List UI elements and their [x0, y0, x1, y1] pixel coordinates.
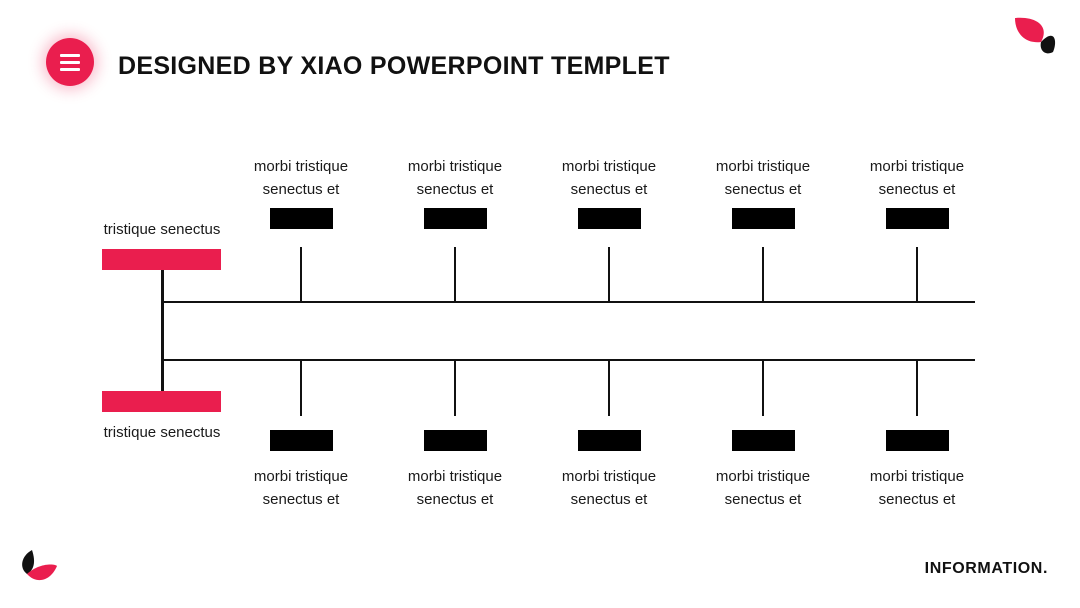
timeline-tick-top-3	[608, 247, 610, 303]
timeline-tick-top-4	[762, 247, 764, 303]
timeline-node-label-bottom-2: morbi tristique senectus et	[380, 465, 530, 511]
timeline-node-label-bottom-5: morbi tristique senectus et	[842, 465, 992, 511]
timeline-node-bar-top-5[interactable]	[885, 208, 949, 229]
timeline-node-label-top-5: morbi tristique senectus et	[842, 155, 992, 201]
timeline-node-label-bottom-3: morbi tristique senectus et	[534, 465, 684, 511]
timeline-node-bar-bottom-5[interactable]	[885, 430, 949, 451]
timeline-node-label-bottom-1: morbi tristique senectus et	[226, 465, 376, 511]
node-label-line-2: senectus et	[416, 491, 494, 508]
node-label-line-1: morbi tristique	[561, 468, 657, 485]
node-label-line-1: morbi tristique	[869, 468, 965, 485]
node-label-line-2: senectus et	[878, 181, 956, 198]
timeline-node-label-top-1: morbi tristique senectus et	[226, 155, 376, 201]
timeline-axis-bottom	[161, 359, 975, 361]
node-label-line-1: morbi tristique	[715, 468, 811, 485]
timeline-node-bar-bottom-1[interactable]	[269, 430, 333, 451]
node-label-line-2: senectus et	[878, 491, 956, 508]
node-label-line-2: senectus et	[262, 181, 340, 198]
timeline-tick-bottom-5	[916, 360, 918, 416]
hamburger-bar-3	[60, 67, 80, 71]
hamburger-menu-icon[interactable]	[46, 38, 94, 86]
node-label-line-2: senectus et	[570, 491, 648, 508]
node-label-line-1: morbi tristique	[869, 158, 965, 175]
hamburger-bar-1	[60, 53, 80, 57]
timeline-tick-bottom-4	[762, 360, 764, 416]
timeline-node-bar-top-3[interactable]	[577, 208, 641, 229]
timeline-axis-top	[161, 301, 975, 303]
timeline-node-bar-bottom-4[interactable]	[731, 430, 795, 451]
timeline-node-bar-top-2[interactable]	[423, 208, 487, 229]
node-label-line-1: morbi tristique	[253, 468, 349, 485]
node-label-line-2: senectus et	[262, 491, 340, 508]
hamburger-bar-2	[60, 60, 80, 64]
side-marker-label-lower: tristique senectus	[103, 424, 221, 441]
timeline-tick-top-5	[916, 247, 918, 303]
page-title: DESIGNED BY XIAO POWERPOINT TEMPLET	[118, 52, 670, 80]
timeline-tick-top-2	[454, 247, 456, 303]
node-label-line-1: morbi tristique	[407, 468, 503, 485]
node-label-line-1: morbi tristique	[253, 158, 349, 175]
timeline-node-label-top-3: morbi tristique senectus et	[534, 155, 684, 201]
timeline-node-bar-top-1[interactable]	[269, 208, 333, 229]
timeline-node-bar-bottom-3[interactable]	[577, 430, 641, 451]
node-label-line-2: senectus et	[416, 181, 494, 198]
timeline-spine	[161, 268, 164, 409]
timeline-tick-bottom-1	[300, 360, 302, 416]
side-marker-bar-lower	[102, 391, 221, 412]
timeline-node-bar-top-4[interactable]	[731, 208, 795, 229]
node-label-line-2: senectus et	[570, 181, 648, 198]
node-label-line-2: senectus et	[724, 181, 802, 198]
timeline-node-label-top-4: morbi tristique senectus et	[688, 155, 838, 201]
side-marker-label-upper: tristique senectus	[103, 221, 221, 238]
node-label-line-1: morbi tristique	[715, 158, 811, 175]
timeline-tick-bottom-3	[608, 360, 610, 416]
node-label-line-1: morbi tristique	[407, 158, 503, 175]
timeline-node-bar-bottom-2[interactable]	[423, 430, 487, 451]
leaf-logo-icon-top-right	[1010, 8, 1062, 60]
side-marker-bar-upper	[102, 249, 221, 270]
timeline-tick-bottom-2	[454, 360, 456, 416]
timeline-node-label-top-2: morbi tristique senectus et	[380, 155, 530, 201]
leaf-logo-icon-bottom-left	[10, 540, 62, 592]
timeline-node-label-bottom-4: morbi tristique senectus et	[688, 465, 838, 511]
footer-label: INFORMATION.	[924, 560, 1048, 577]
timeline-tick-top-1	[300, 247, 302, 303]
node-label-line-2: senectus et	[724, 491, 802, 508]
node-label-line-1: morbi tristique	[561, 158, 657, 175]
